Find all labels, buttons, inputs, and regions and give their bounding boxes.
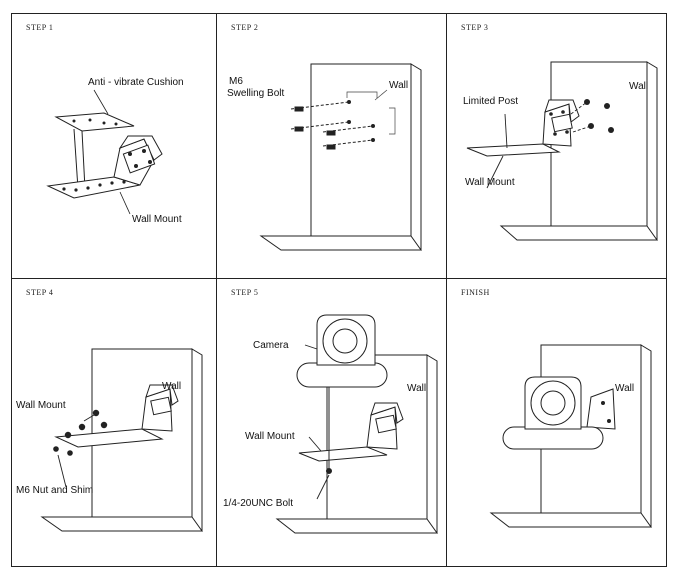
unc-bolt [326, 468, 332, 474]
camera-base [296, 362, 388, 388]
nut-fastening-illustration [40, 348, 203, 532]
swelling-bolt [294, 126, 304, 132]
label-m6-nut-shim: M6 Nut and Shim [16, 485, 94, 496]
step-2-panel: STEP 2 M6 [217, 14, 446, 278]
step-5-panel: STEP 5 [217, 279, 446, 568]
swelling-bolt [326, 130, 336, 136]
swelling-bolt [326, 144, 336, 150]
label-limited-post: Limited Post [463, 96, 519, 107]
label-camera: Camera [253, 340, 289, 351]
wall-mount-plate [466, 143, 561, 157]
label-swelling-bolt: Swelling Bolt [227, 88, 285, 99]
instruction-grid: STEP 1 Anti - vibrate Cushion Wa [11, 13, 667, 567]
label-cushion: Anti - vibrate Cushion [88, 77, 184, 88]
label-wall-mount: Wall Mount [245, 431, 295, 442]
step-title: STEP 2 [231, 23, 259, 32]
divider-h [12, 278, 666, 279]
wall-mount-plate [54, 428, 164, 448]
cushion-mount-illustration [46, 89, 163, 215]
camera-install-illustration [275, 314, 438, 534]
label-wall-mount: Wall Mount [132, 214, 182, 225]
step-title: STEP 1 [26, 23, 54, 32]
label-wall: Wall [162, 381, 182, 392]
anti-vibrate-cushion [54, 112, 135, 132]
step-title: STEP 5 [231, 288, 259, 297]
label-m6: M6 [229, 76, 243, 87]
label-wall-mount: Wall Mount [465, 177, 515, 188]
divider-v1 [216, 14, 217, 566]
step-title: STEP 3 [461, 23, 489, 32]
step-title: STEP 4 [26, 288, 54, 297]
label-wall: Wall [615, 383, 635, 394]
label-unc-bolt: 1/4-20UNC Bolt [223, 498, 294, 509]
label-wall: Wall [629, 81, 649, 92]
divider-v2 [446, 14, 447, 566]
step-1-panel: STEP 1 Anti - vibrate Cushion Wa [12, 14, 216, 278]
step-4-panel: STEP 4 Wall Wall Mount M6 Nut and Shi [12, 279, 216, 568]
finish-panel: FINISH Wall [447, 279, 668, 568]
label-wall: Wall [389, 80, 409, 91]
camera-base [502, 426, 604, 450]
swelling-bolt [294, 106, 304, 112]
step-title: FINISH [461, 288, 490, 297]
label-wall: Wall [407, 383, 427, 394]
finished-install-illustration [489, 344, 652, 528]
mount-on-wall-illustration [466, 61, 658, 241]
wall-mount-plate [298, 446, 388, 462]
label-wall-mount: Wall Mount [16, 400, 66, 411]
wall-bolts-illustration [259, 63, 422, 251]
step-3-panel: STEP 3 Limited Post Wal [447, 14, 668, 278]
